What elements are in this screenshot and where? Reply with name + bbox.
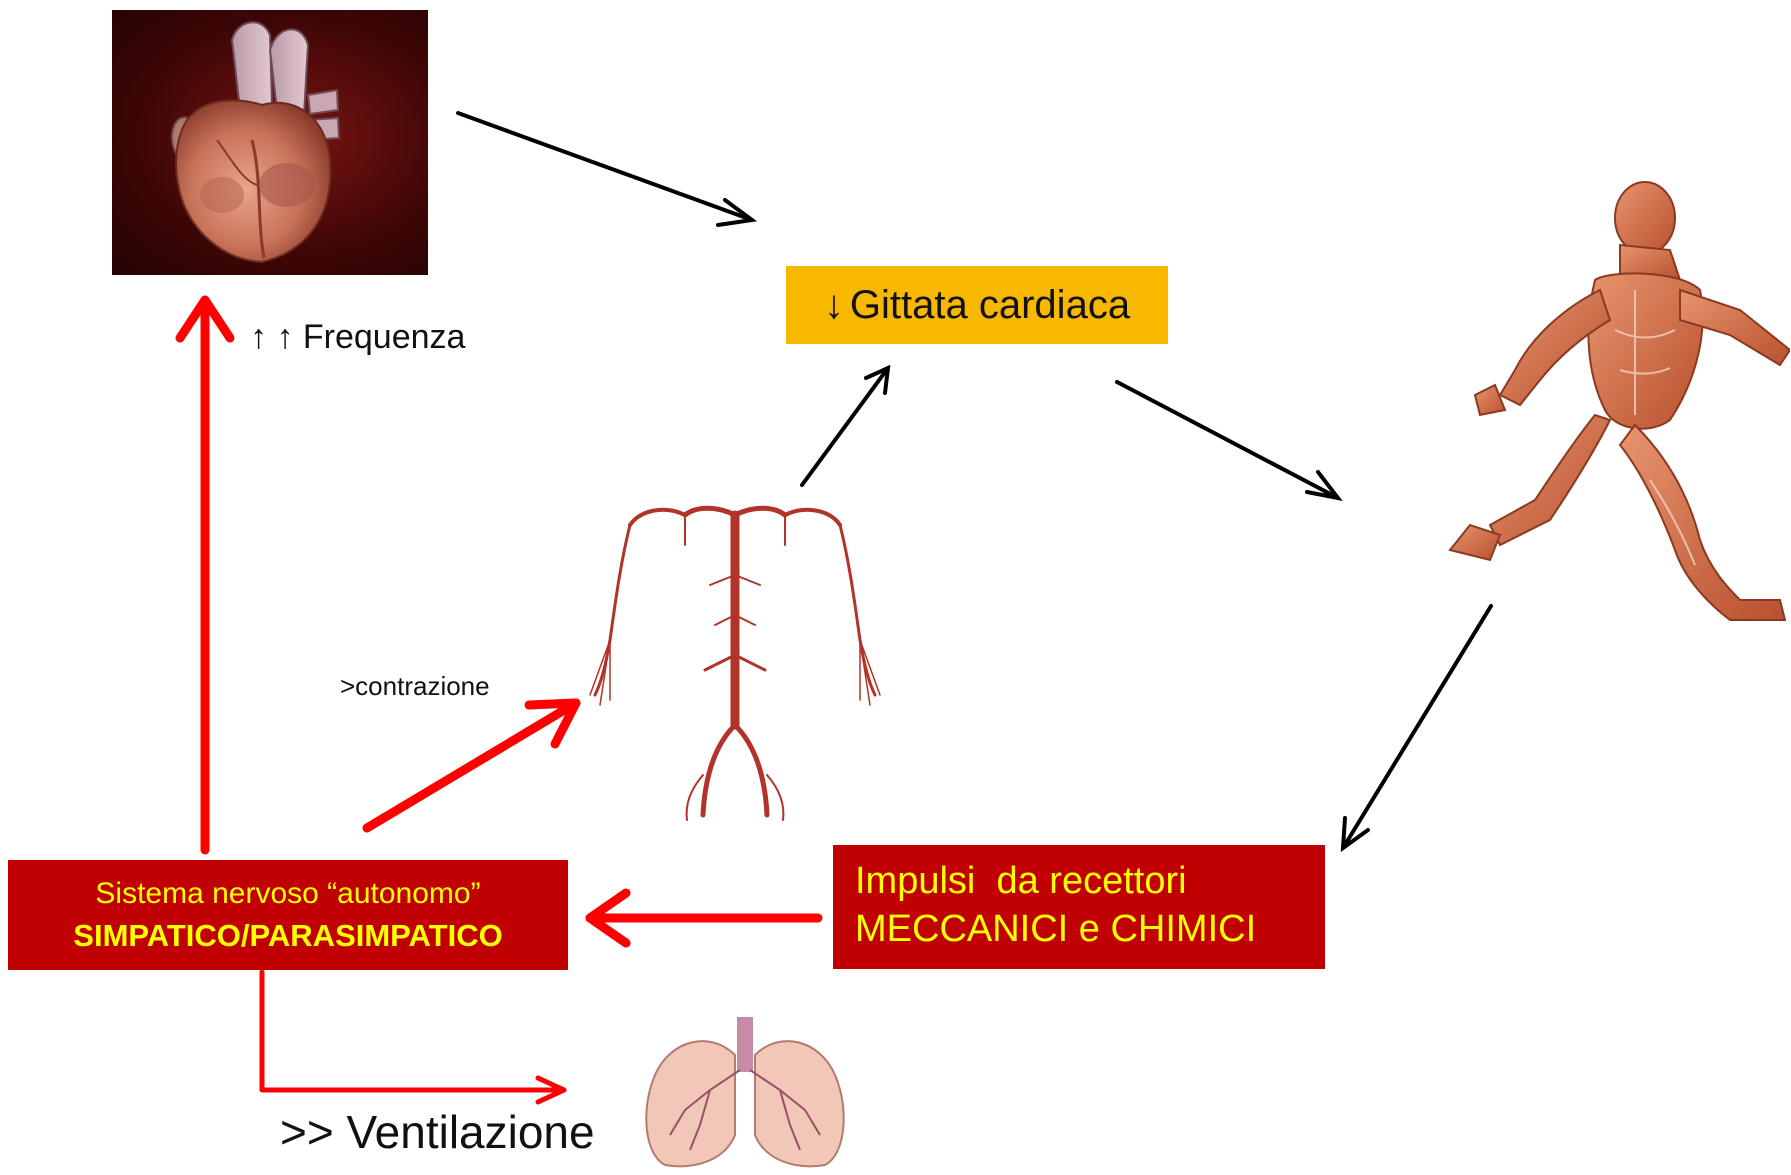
arrow-impulsi-to-sistema: [590, 893, 818, 943]
arrow-gittata-to-runner: [1117, 382, 1338, 498]
arrow-runner-to-impulsi: [1343, 606, 1491, 848]
arrow-arteries-to-gittata: [802, 368, 888, 485]
arrow-sistema-to-arteries: [367, 703, 576, 828]
arrow-sistema-to-heart: [180, 300, 230, 850]
arrow-heart-to-gittata: [458, 113, 752, 225]
arrow-sistema-to-lungs: [262, 972, 564, 1102]
